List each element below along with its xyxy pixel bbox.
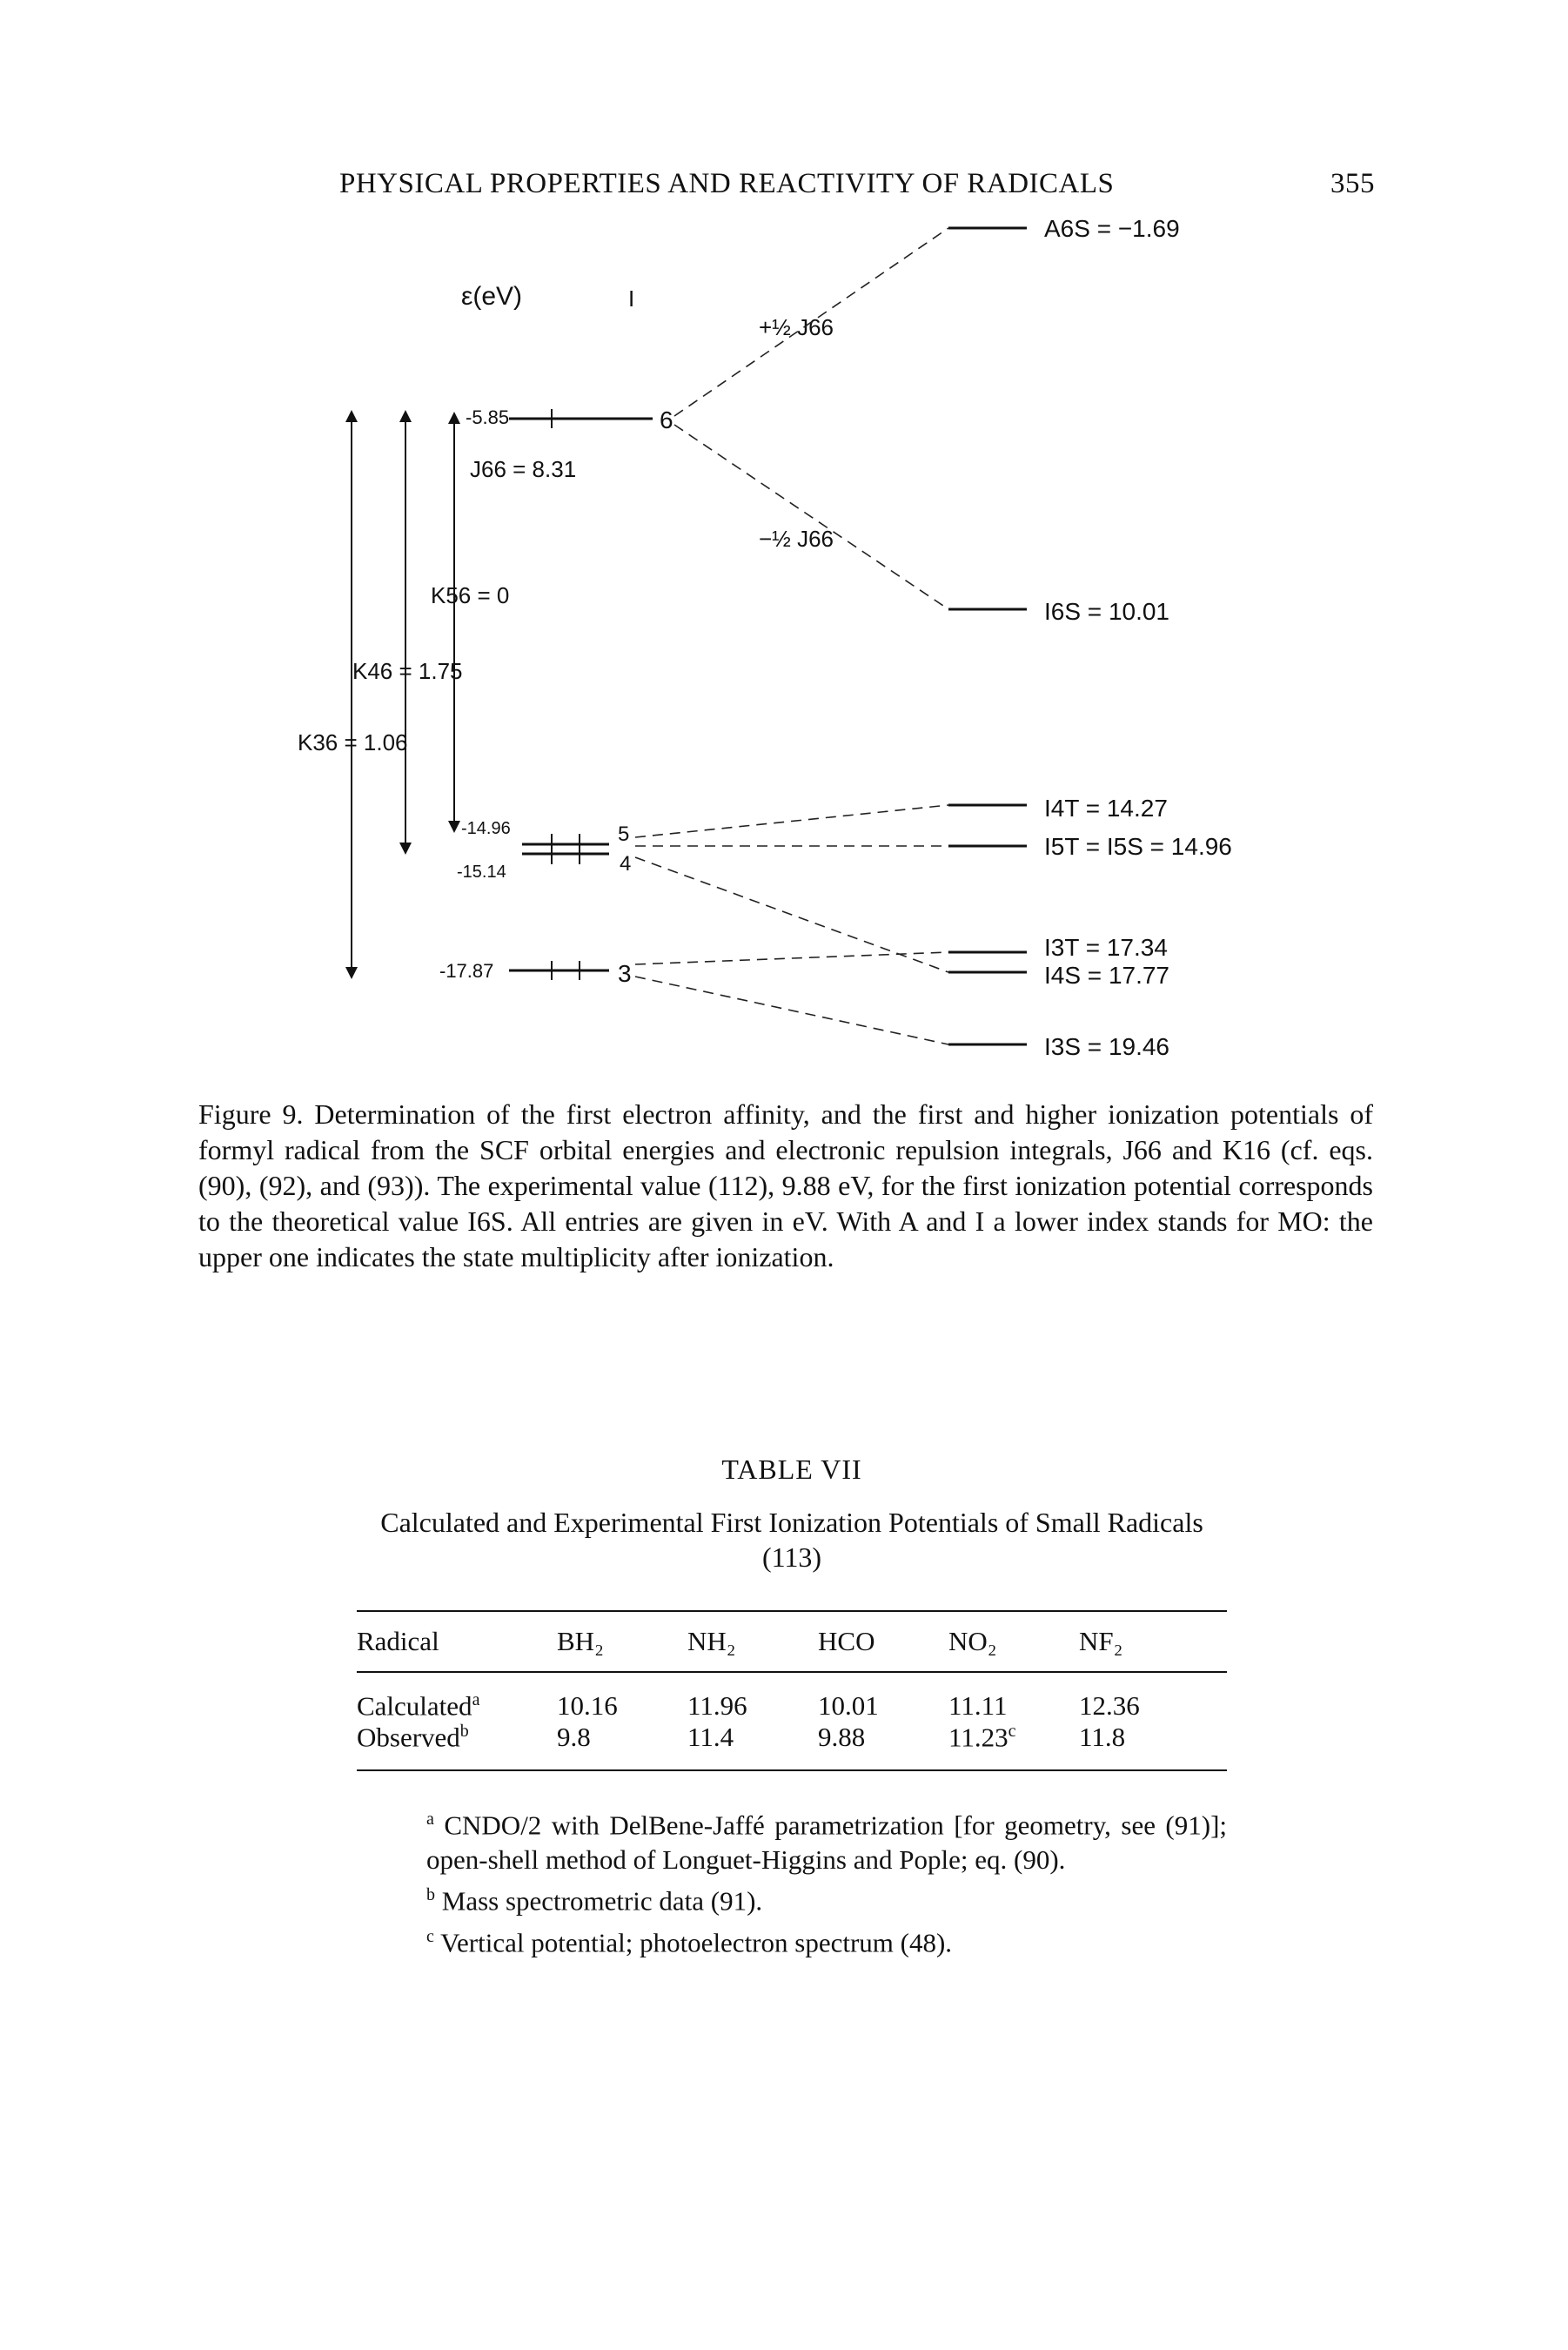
figure-caption-text: Figure 9. Determination of the first ele… — [198, 1098, 1373, 1272]
footnote-b-text: Mass spectrometric data (91). — [441, 1885, 763, 1917]
orbital-number-3: 3 — [618, 960, 632, 987]
table-row-observed: Observedb 9.8 11.4 9.88 11.23c 11.8 — [357, 1722, 1227, 1769]
cell-calc-nf2: 12.36 — [1079, 1690, 1140, 1722]
level-label-1787: -17.87 — [439, 960, 493, 982]
corr-5-i4t — [634, 804, 949, 838]
footnote-c-text: Vertical potential; photoelectron spectr… — [440, 1926, 953, 1957]
page-number: 355 — [1330, 168, 1375, 199]
cell-calc-hco: 10.01 — [818, 1690, 879, 1722]
footnote-a: a CNDO/2 with DelBene-Jaffé parametrizat… — [357, 1802, 1227, 1877]
cell-obs-no2: 11.23c — [948, 1722, 1079, 1769]
cell-obs-hco: 9.88 — [818, 1722, 866, 1753]
orbital-number-4: 4 — [620, 852, 631, 876]
orbital-number-6: 6 — [660, 406, 673, 433]
col-header-bh2: BH₂ — [557, 1626, 604, 1656]
footnote-mark-b: b — [459, 1722, 469, 1742]
i3s-label: I3S = 19.46 — [1044, 1033, 1169, 1060]
level-label-585: -5.85 — [466, 406, 509, 428]
table-header-block: TABLE VII Calculated and Experimental Fi… — [357, 1454, 1227, 1574]
footnote-a-text: CNDO/2 with DelBene-Jaffé parametrizatio… — [426, 1810, 1228, 1876]
cell-calc-bh2: 10.16 — [557, 1690, 618, 1722]
row-label-calculated: Calculateda — [357, 1672, 557, 1722]
ionization-potential-table: Radical BH₂ NH₂ HCO NO₂ NF₂ Calculateda … — [357, 1610, 1227, 1771]
cell-calc-no2: 11.11 — [948, 1690, 1008, 1722]
cell-obs-no2-value: 11.23 — [948, 1722, 1008, 1753]
corr-3-i3t — [634, 951, 949, 965]
cell-calc-nh2: 11.96 — [687, 1690, 747, 1722]
col-header-nf2: NF₂ — [1079, 1626, 1123, 1656]
footnote-b: b Mass spectrometric data (91). — [357, 1877, 1227, 1918]
corr-3-i3s — [634, 976, 949, 1045]
table-footnotes: a CNDO/2 with DelBene-Jaffé parametrizat… — [357, 1802, 1227, 1960]
footnote-mark-c: c — [1008, 1722, 1016, 1742]
k56-label: K56 = 0 — [431, 582, 509, 608]
plus-half-j66-label: +½ J66 — [759, 314, 834, 340]
j66-label: J66 = 8.31 — [470, 456, 576, 482]
cell-obs-bh2: 9.8 — [557, 1722, 591, 1753]
a6-label: A6S = −1.69 — [1044, 215, 1180, 242]
figure-9-energy-diagram: ε(eV) I J66 = 8.31 K56 = 0 K46 = 1.75 K3… — [298, 215, 1232, 1060]
cell-obs-nf2: 11.8 — [1079, 1722, 1126, 1753]
footnote-c: c Vertical potential; photoelectron spec… — [357, 1919, 1227, 1960]
running-title: PHYSICAL PROPERTIES AND REACTIVITY OF RA… — [339, 168, 1115, 199]
i4t-label: I4T = 14.27 — [1044, 795, 1168, 822]
row-label-observed-text: Observed — [357, 1722, 460, 1753]
table-caption: Calculated and Experimental First Ioniza… — [380, 1507, 1203, 1573]
corr-6-a6 — [673, 227, 949, 417]
row-label-calculated-text: Calculated — [357, 1690, 472, 1722]
energy-axis-label: ε(eV) — [461, 282, 522, 311]
col-header-hco: HCO — [818, 1626, 875, 1656]
cell-obs-nh2: 11.4 — [687, 1722, 734, 1753]
corr-4-i4s — [634, 856, 949, 973]
minus-half-j66-label: −½ J66 — [759, 526, 834, 552]
col-header-radical: Radical — [357, 1626, 439, 1656]
row-label-observed: Observedb — [357, 1722, 557, 1769]
i5-label: I5T = I5S = 14.96 — [1044, 833, 1232, 860]
footnote-b-mark: b — [426, 1885, 435, 1905]
table-label: TABLE VII — [721, 1454, 862, 1485]
k46-label: K46 = 1.75 — [352, 658, 463, 684]
table-header-row: Radical BH₂ NH₂ HCO NO₂ NF₂ — [357, 1611, 1227, 1672]
i3t-label: I3T = 17.34 — [1044, 934, 1168, 961]
footnote-c-mark: c — [426, 1926, 434, 1946]
table-row-calculated: Calculateda 10.16 11.96 10.01 11.11 12.3… — [357, 1672, 1227, 1722]
footnote-a-mark: a — [426, 1810, 434, 1829]
figure-caption: Figure 9. Determination of the first ele… — [198, 1097, 1373, 1275]
k36-label: K36 = 1.06 — [298, 729, 408, 755]
i4s-label: I4S = 17.77 — [1044, 962, 1169, 989]
footnote-mark-a: a — [472, 1690, 480, 1709]
level-label-1514: -15.14 — [457, 863, 506, 882]
col-header-no2: NO₂ — [948, 1626, 997, 1656]
level-label-1496: -14.96 — [461, 819, 511, 838]
orbital-number-5: 5 — [618, 822, 629, 846]
col-header-nh2: NH₂ — [687, 1626, 736, 1656]
i6-label: I6S = 10.01 — [1044, 598, 1169, 625]
corr-6-i6 — [673, 424, 949, 610]
column-marker: I — [628, 285, 634, 312]
